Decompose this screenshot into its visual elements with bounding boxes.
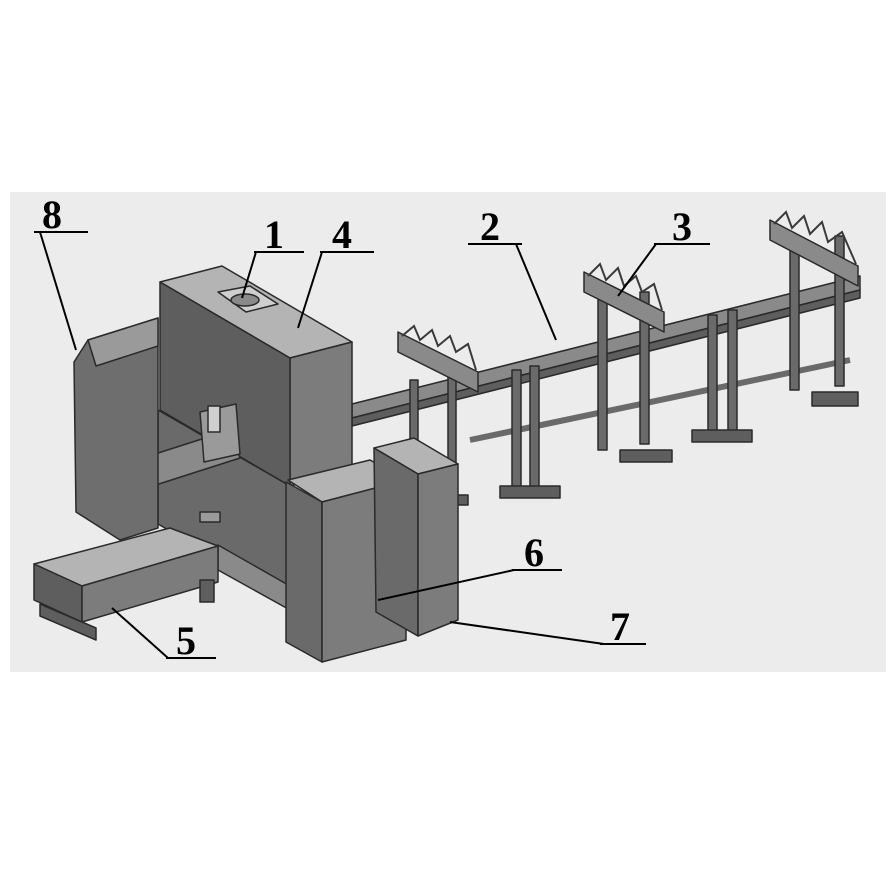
label-4: 4 — [332, 212, 352, 257]
conveyor-stand-3 — [597, 291, 673, 463]
main-housing — [159, 265, 353, 487]
label-6: 6 — [524, 530, 544, 575]
conveyor-stand-2 — [499, 365, 561, 499]
label-5: 5 — [176, 618, 196, 663]
label-7: 7 — [610, 604, 630, 649]
tilting-arm-3 — [769, 210, 859, 287]
label-3: 3 — [672, 204, 692, 249]
label-1: 1 — [264, 212, 284, 257]
conveyor-stand-5 — [789, 235, 859, 407]
leader-lines — [34, 231, 710, 659]
conveyor-stand-4 — [691, 309, 753, 443]
label-2: 2 — [480, 204, 500, 249]
tilting-arm-2 — [583, 262, 665, 333]
label-8: 8 — [42, 192, 62, 237]
control-cabinet — [373, 437, 459, 637]
discharge-chute — [33, 527, 219, 641]
tilting-arm-1 — [397, 324, 479, 393]
side-guard — [73, 317, 159, 541]
